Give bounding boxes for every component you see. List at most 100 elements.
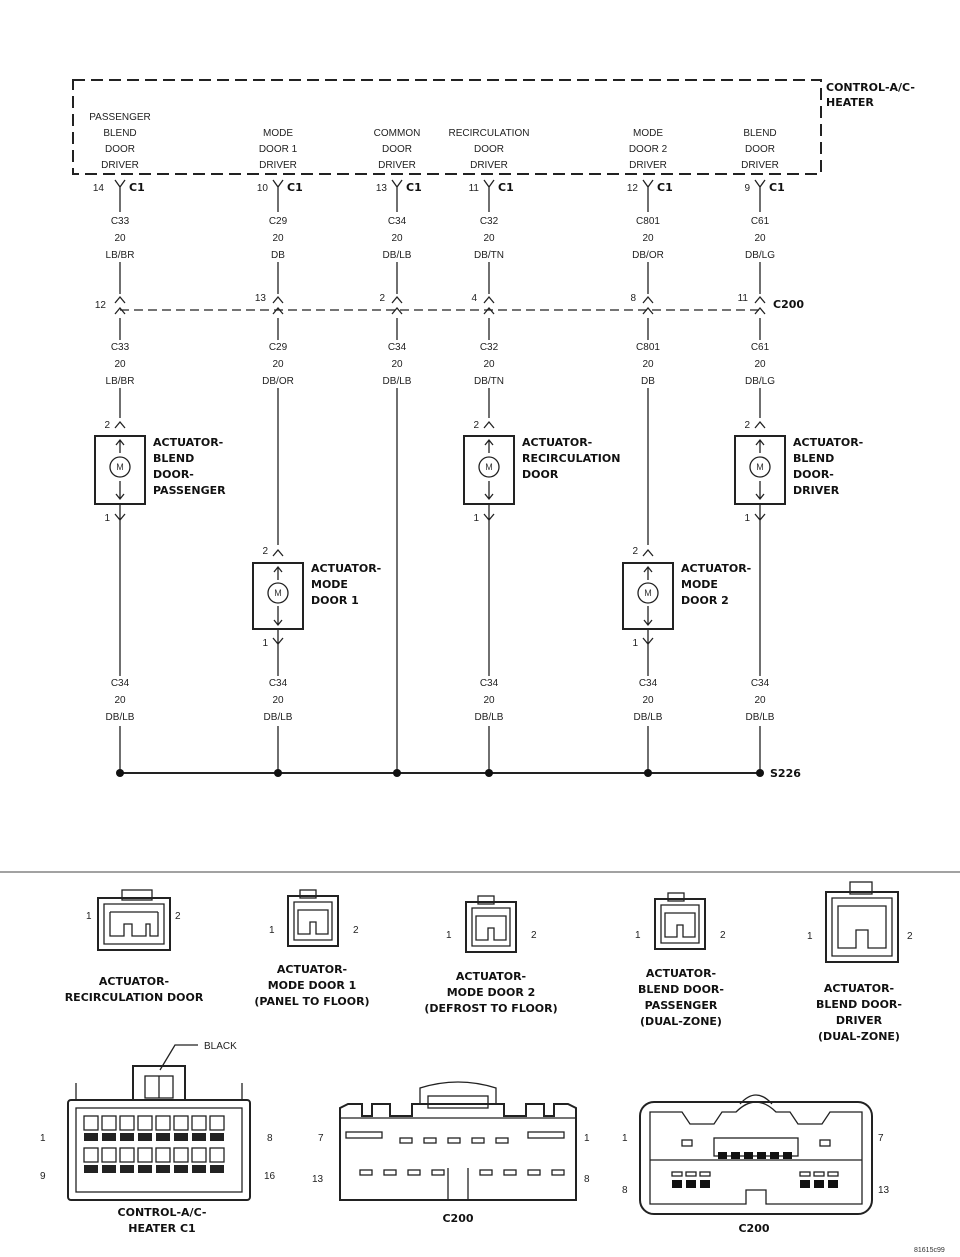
wire-circuit: C32: [480, 216, 499, 227]
connector-view-mode-door-1: 1 2 ACTUATOR- MODE DOOR 1 (PANEL TO FLOO…: [254, 889, 370, 1008]
connector-pin: 1: [446, 930, 452, 941]
actuator-label-line: RECIRCULATION: [522, 452, 620, 465]
wire-color: DB/LG: [745, 250, 775, 261]
driver-label-line: DRIVER: [101, 160, 139, 171]
connector-label-line: (PANEL TO FLOOR): [254, 995, 369, 1008]
connector-label-line: BLEND DOOR-: [816, 998, 902, 1011]
wire-circuit: C29: [269, 342, 288, 353]
motor-icon: [637, 582, 659, 604]
c1-label: C1: [406, 181, 422, 194]
c1-pin-number: 14: [93, 183, 105, 194]
actuator-mode-door-1: 2 M 1 ACTUATOR- MODE DOOR 1: [252, 546, 381, 649]
connector-pin: 2: [720, 930, 726, 941]
connector-label-line: (DEFROST TO FLOOR): [424, 1002, 557, 1015]
wire-label: C801 20 DB/OR: [632, 216, 664, 261]
actuator-label-line: ACTUATOR-: [681, 562, 751, 575]
c200-terminal: 2: [379, 293, 403, 315]
driver-label-line: COMMON: [374, 128, 421, 139]
c1-label: C1: [287, 181, 303, 194]
c1-terminals: 14 C1 10 C1 13 C1 11 C1 12 C1 9 C1: [93, 179, 785, 198]
connector-view-blend-driver: 1 2 ACTUATOR- BLEND DOOR- DRIVER (DUAL-Z…: [807, 881, 913, 1043]
upper-wire-labels: C33 20 LB/BR C29 20 DB C34 20 DB/LB C32 …: [106, 216, 776, 261]
connector-label-line: (DUAL-ZONE): [640, 1015, 722, 1028]
connector-pin: 16: [264, 1171, 276, 1182]
connector-callout: BLACK: [204, 1041, 237, 1052]
actuator-label-line: PASSENGER: [153, 484, 226, 497]
motor-symbol: M: [274, 588, 282, 598]
connector-pin: 1: [86, 911, 92, 922]
connector-label-line: PASSENGER: [645, 999, 718, 1012]
actuator-recirculation-door: 2 M 1 ACTUATOR- RECIRCULATION DOOR: [463, 420, 620, 524]
actuator-pin-top: 2: [632, 546, 638, 557]
c1-terminal: 9 C1: [744, 179, 785, 198]
connector-view-c200-b: 1 7 8 13 C200: [622, 1094, 890, 1235]
c1-pin-number: 11: [469, 183, 480, 194]
actuator-pin-bottom: 1: [744, 513, 750, 524]
wire-gauge: 20: [272, 695, 284, 706]
connector-label-line: HEATER C1: [128, 1222, 195, 1235]
wire-label: C801 20 DB: [636, 342, 660, 387]
driver-label-line: DOOR: [382, 144, 412, 155]
wire-circuit: C33: [111, 216, 130, 227]
connector-pin: 7: [318, 1133, 324, 1144]
c1-pin-number: 9: [744, 183, 750, 194]
driver-label-line: DRIVER: [259, 160, 297, 171]
wire-color: DB/LB: [106, 712, 135, 723]
actuator-pin-top: 2: [262, 546, 268, 557]
driver-label-recirculation: RECIRCULATION DOOR DRIVER: [449, 128, 530, 171]
c200-b-terminals: [671, 1139, 839, 1188]
wire-gauge: 20: [483, 359, 495, 370]
c1-terminal: 14 C1: [93, 179, 145, 198]
connector-pin: 2: [175, 911, 181, 922]
wire-gauge: 20: [642, 233, 654, 244]
wire-circuit: C34: [388, 216, 407, 227]
wire-label: C34 20 DB/LB: [475, 678, 504, 723]
splice-label: S226: [770, 767, 801, 780]
driver-label-line: MODE: [633, 128, 663, 139]
wire-label: C34 20 DB/LB: [264, 678, 293, 723]
driver-label-passenger-blend: PASSENGER BLEND DOOR DRIVER: [89, 112, 151, 171]
c200-a-cavities: [345, 1131, 565, 1176]
wire-gauge: 20: [483, 695, 495, 706]
c200-connector: 12 13 2 4 8 11 C200: [95, 293, 804, 315]
wire-color: DB/LB: [475, 712, 504, 723]
connector-view-c200-a: 7 1 13 8 C200: [312, 1081, 590, 1225]
actuator-pin-top: 2: [104, 420, 110, 431]
connector-pin: 13: [312, 1174, 324, 1185]
c1-label: C1: [769, 181, 785, 194]
driver-label-line: MODE: [263, 128, 293, 139]
connector-label-line: C200: [442, 1212, 473, 1225]
c1-cavity-grid: [83, 1115, 225, 1173]
wire-gauge: 20: [391, 359, 403, 370]
connector-label-line: DRIVER: [836, 1014, 883, 1027]
driver-label-mode-door-2: MODE DOOR 2 DRIVER: [629, 128, 668, 171]
splice-node: [485, 769, 493, 777]
c200-terminal: 13: [255, 293, 284, 315]
splice-s226: S226: [116, 767, 801, 780]
driver-label-blend-driver: BLEND DOOR DRIVER: [741, 128, 779, 171]
wire-circuit: C61: [751, 342, 770, 353]
connector-label-line: MODE DOOR 1: [268, 979, 357, 992]
wire-label: C33 20 LB/BR: [106, 216, 135, 261]
connector-label-line: (DUAL-ZONE): [818, 1030, 900, 1043]
driver-label-line: BLEND: [103, 128, 136, 139]
wire-color: DB: [271, 250, 285, 261]
splice-node: [393, 769, 401, 777]
connector-pin: 2: [353, 925, 359, 936]
motor-icon: [267, 582, 289, 604]
actuator-label-line: ACTUATOR-: [153, 436, 223, 449]
wire-color: DB/OR: [632, 250, 664, 261]
connector-view-blend-passenger: 1 2 ACTUATOR- BLEND DOOR- PASSENGER (DUA…: [635, 892, 726, 1028]
c1-pin-number: 10: [257, 183, 269, 194]
wire-circuit: C801: [636, 216, 660, 227]
motor-icon: [478, 456, 500, 478]
wire-circuit: C34: [388, 342, 407, 353]
wire-label: C29 20 DB/OR: [262, 342, 294, 387]
wire-color: LB/BR: [106, 376, 135, 387]
c200-pin-number: 12: [95, 300, 107, 311]
actuator-label-line: DRIVER: [793, 484, 840, 497]
c1-pin-number: 13: [376, 183, 388, 194]
wire-gauge: 20: [754, 233, 766, 244]
wire-gauge: 20: [754, 359, 766, 370]
module-name-line-2: HEATER: [826, 96, 874, 109]
